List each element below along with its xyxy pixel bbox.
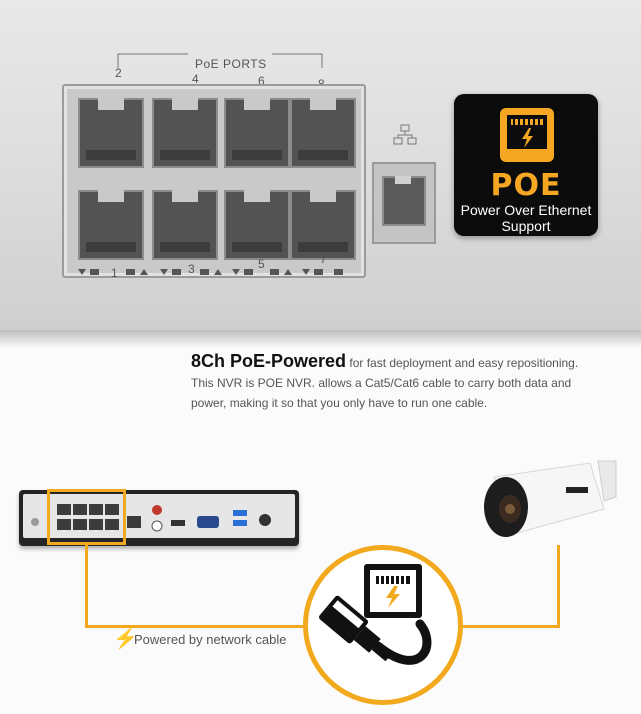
description-line3: power, making it so that you only have t… [191, 396, 488, 410]
nvr-back-panel [23, 494, 295, 538]
port-number-5: 5 [258, 257, 265, 271]
powered-by-network-cable-label: Powered by network cable [134, 632, 287, 647]
description-line2: This NVR is POE NVR. allows a Cat5/Cat6 … [191, 376, 572, 390]
rj45-port [224, 190, 290, 260]
poe-badge-subtitle: Power Over Ethernet Support [454, 202, 598, 234]
description-line1: 8Ch PoE-Powered for fast deployment and … [191, 351, 631, 373]
switch-closeup: PoE PORTS 2 4 6 8 [0, 0, 641, 348]
uplink-port-frame [372, 162, 436, 244]
nvr-back-panel-ports [31, 504, 271, 532]
poe-badge-subtitle-line2: Support [501, 218, 551, 234]
rj45-port [78, 190, 144, 260]
rj45-uplink-port [382, 176, 426, 226]
poe-badge: POE Power Over Ethernet Support [454, 94, 598, 236]
led-indicator-row [78, 269, 343, 275]
rj45-port [290, 98, 356, 168]
cable-line [85, 544, 88, 628]
ethernet-plug-icon [319, 564, 432, 665]
port-number-3: 3 [188, 262, 195, 276]
description-title: 8Ch PoE-Powered [191, 351, 347, 371]
rj45-port [152, 190, 218, 260]
port-number-7: 7 [320, 252, 327, 266]
port-number-6: 6 [258, 74, 265, 88]
cable-line [557, 545, 560, 628]
poe-ports-label: PoE PORTS [195, 57, 267, 71]
port-number-2: 2 [115, 66, 122, 80]
network-icon [393, 124, 417, 145]
poe-badge-title: POE [490, 168, 562, 203]
poe-badge-subtitle-line1: Power Over Ethernet [460, 202, 592, 218]
cable-line [85, 625, 311, 628]
rj45-port [152, 98, 218, 168]
ports-frame [62, 84, 366, 278]
description-block: 8Ch PoE-Powered for fast deployment and … [191, 351, 631, 413]
ethernet-port-icon [500, 108, 554, 162]
cable-line [460, 625, 560, 628]
lightning-bolt-icon: ⚡ [113, 628, 138, 650]
description-title-suffix: for fast deployment and easy repositioni… [346, 356, 579, 370]
rj45-port [78, 98, 144, 168]
rj45-port [290, 190, 356, 260]
poe-cable-circle [303, 545, 463, 705]
bullet-camera [484, 460, 617, 537]
poe-ports-highlight [47, 489, 126, 545]
port-number-4: 4 [192, 72, 199, 86]
nvr-device [19, 490, 299, 546]
port-number-1: 1 [111, 266, 118, 280]
poe-ports-bracket [117, 53, 323, 68]
rj45-port [224, 98, 290, 168]
